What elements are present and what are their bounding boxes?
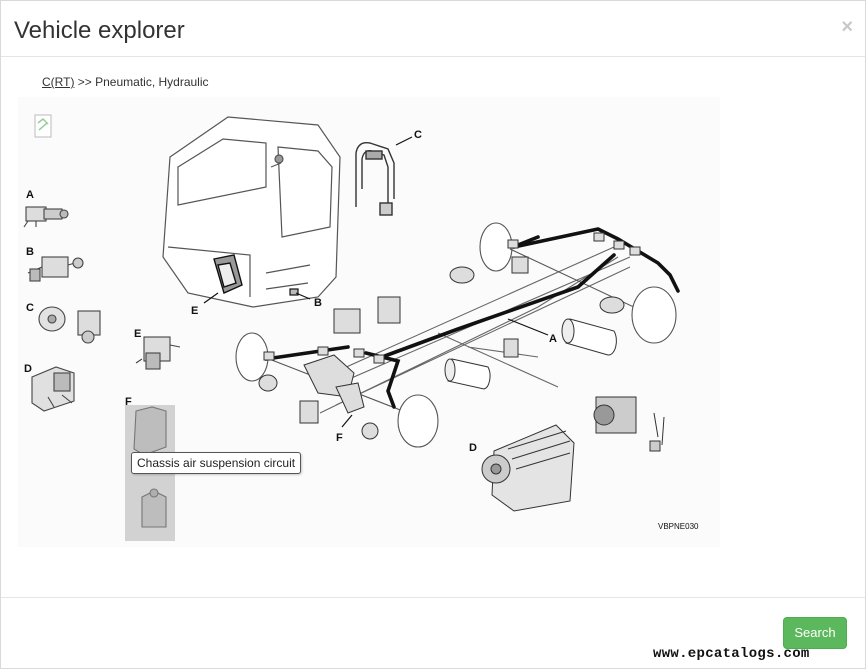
breadcrumb-link-crt[interactable]: C(RT) — [42, 75, 75, 89]
callout-b-left: B — [26, 246, 34, 258]
hotspot-tooltip: Chassis air suspension circuit — [131, 452, 302, 474]
modal-title: Vehicle explorer — [14, 17, 185, 44]
search-button[interactable]: Search — [783, 617, 847, 649]
callout-f-chassis: F — [336, 432, 343, 444]
front-axle[interactable] — [235, 332, 439, 448]
callout-f-left: F — [125, 396, 132, 408]
part-b-left[interactable] — [27, 256, 84, 282]
part-c-top[interactable] — [355, 142, 395, 216]
air-line-fittings — [263, 232, 641, 364]
callout-c-top: C — [414, 129, 422, 141]
callout-e-left: E — [134, 328, 141, 340]
part-engine-pump[interactable] — [593, 396, 665, 452]
watermark: www.epcatalogs.com — [653, 646, 810, 662]
part-f-chassis[interactable] — [303, 354, 365, 414]
part-b-cab[interactable] — [289, 288, 299, 296]
vehicle-diagram: A B C D E F C E B A F D VBPNE030 Chassis… — [18, 97, 720, 547]
callout-b-cab: B — [314, 297, 322, 309]
chassis-valves[interactable] — [258, 256, 625, 440]
truck-cab[interactable] — [162, 116, 341, 308]
rear-axle[interactable] — [479, 222, 677, 344]
callout-a-left: A — [26, 189, 34, 201]
callout-c-left: C — [26, 302, 34, 314]
part-c-left[interactable] — [38, 306, 101, 344]
part-a-left[interactable] — [23, 206, 69, 228]
close-icon[interactable]: × — [841, 16, 853, 38]
part-d-left[interactable] — [31, 366, 75, 412]
diagram-drawing: A B C D E F C E B A F D VBPNE030 — [23, 114, 699, 531]
callout-d-engine: D — [469, 442, 477, 454]
callout-leaders — [203, 136, 549, 428]
callout-e-cab: E — [191, 305, 198, 317]
modal-header: Vehicle explorer × — [1, 1, 866, 57]
modal-footer-divider — [1, 597, 866, 598]
breadcrumb: C(RT) >> Pneumatic, Hydraulic — [42, 75, 209, 89]
callout-d-left: D — [24, 363, 32, 375]
breadcrumb-current: >> Pneumatic, Hydraulic — [77, 75, 209, 89]
part-e-cab[interactable] — [213, 254, 243, 294]
part-e-left[interactable] — [135, 336, 181, 370]
part-d-engine[interactable] — [481, 424, 575, 512]
part-f-left[interactable] — [133, 406, 167, 528]
callout-a-chassis: A — [549, 333, 557, 345]
drawing-code: VBPNE030 — [658, 522, 699, 531]
air-tanks[interactable] — [444, 318, 617, 390]
image-placeholder-icon — [34, 114, 52, 138]
